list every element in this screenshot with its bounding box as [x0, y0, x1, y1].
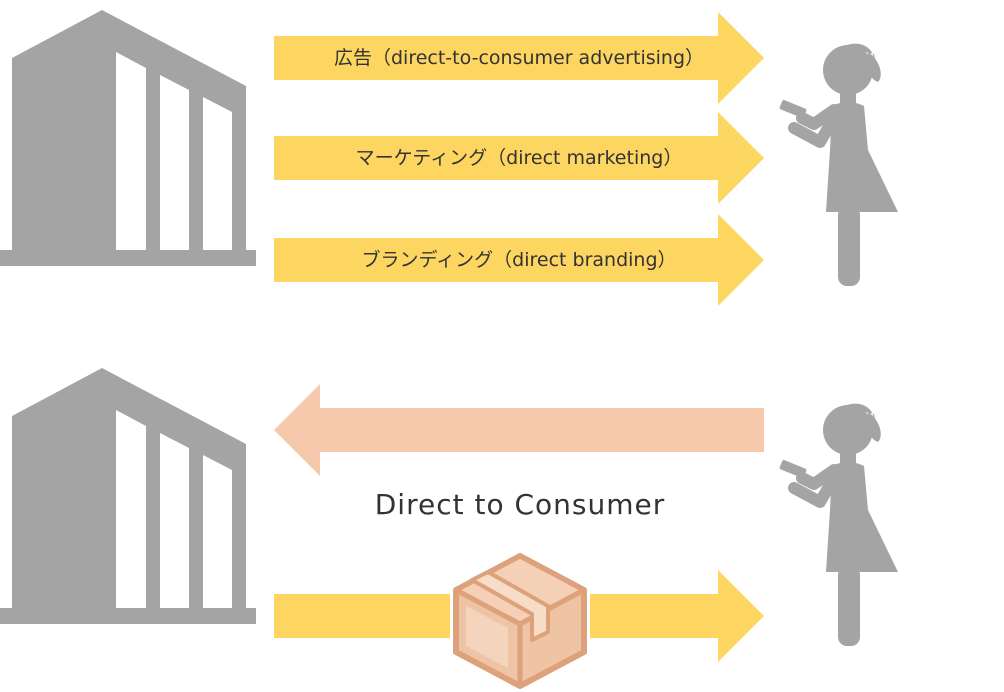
arrow-branding	[274, 214, 764, 306]
company-building-icon-top	[0, 10, 256, 266]
arrow-label-advertising: 広告（direct-to-consumer advertising）	[333, 47, 705, 69]
package-box-icon	[450, 550, 590, 692]
arrow-advertising	[274, 12, 764, 104]
customer-woman-icon-bottom	[779, 404, 898, 646]
arrow-label-branding: ブランディング（direct branding）	[361, 249, 677, 271]
arrow-customer-to-company	[274, 384, 764, 476]
company-building-icon-bottom	[0, 368, 256, 624]
arrow-marketing	[274, 112, 764, 204]
arrow-label-marketing: マーケティング（direct marketing）	[355, 147, 683, 169]
customer-woman-icon-top	[779, 44, 898, 286]
direct-to-consumer-label: Direct to Consumer	[374, 488, 666, 521]
